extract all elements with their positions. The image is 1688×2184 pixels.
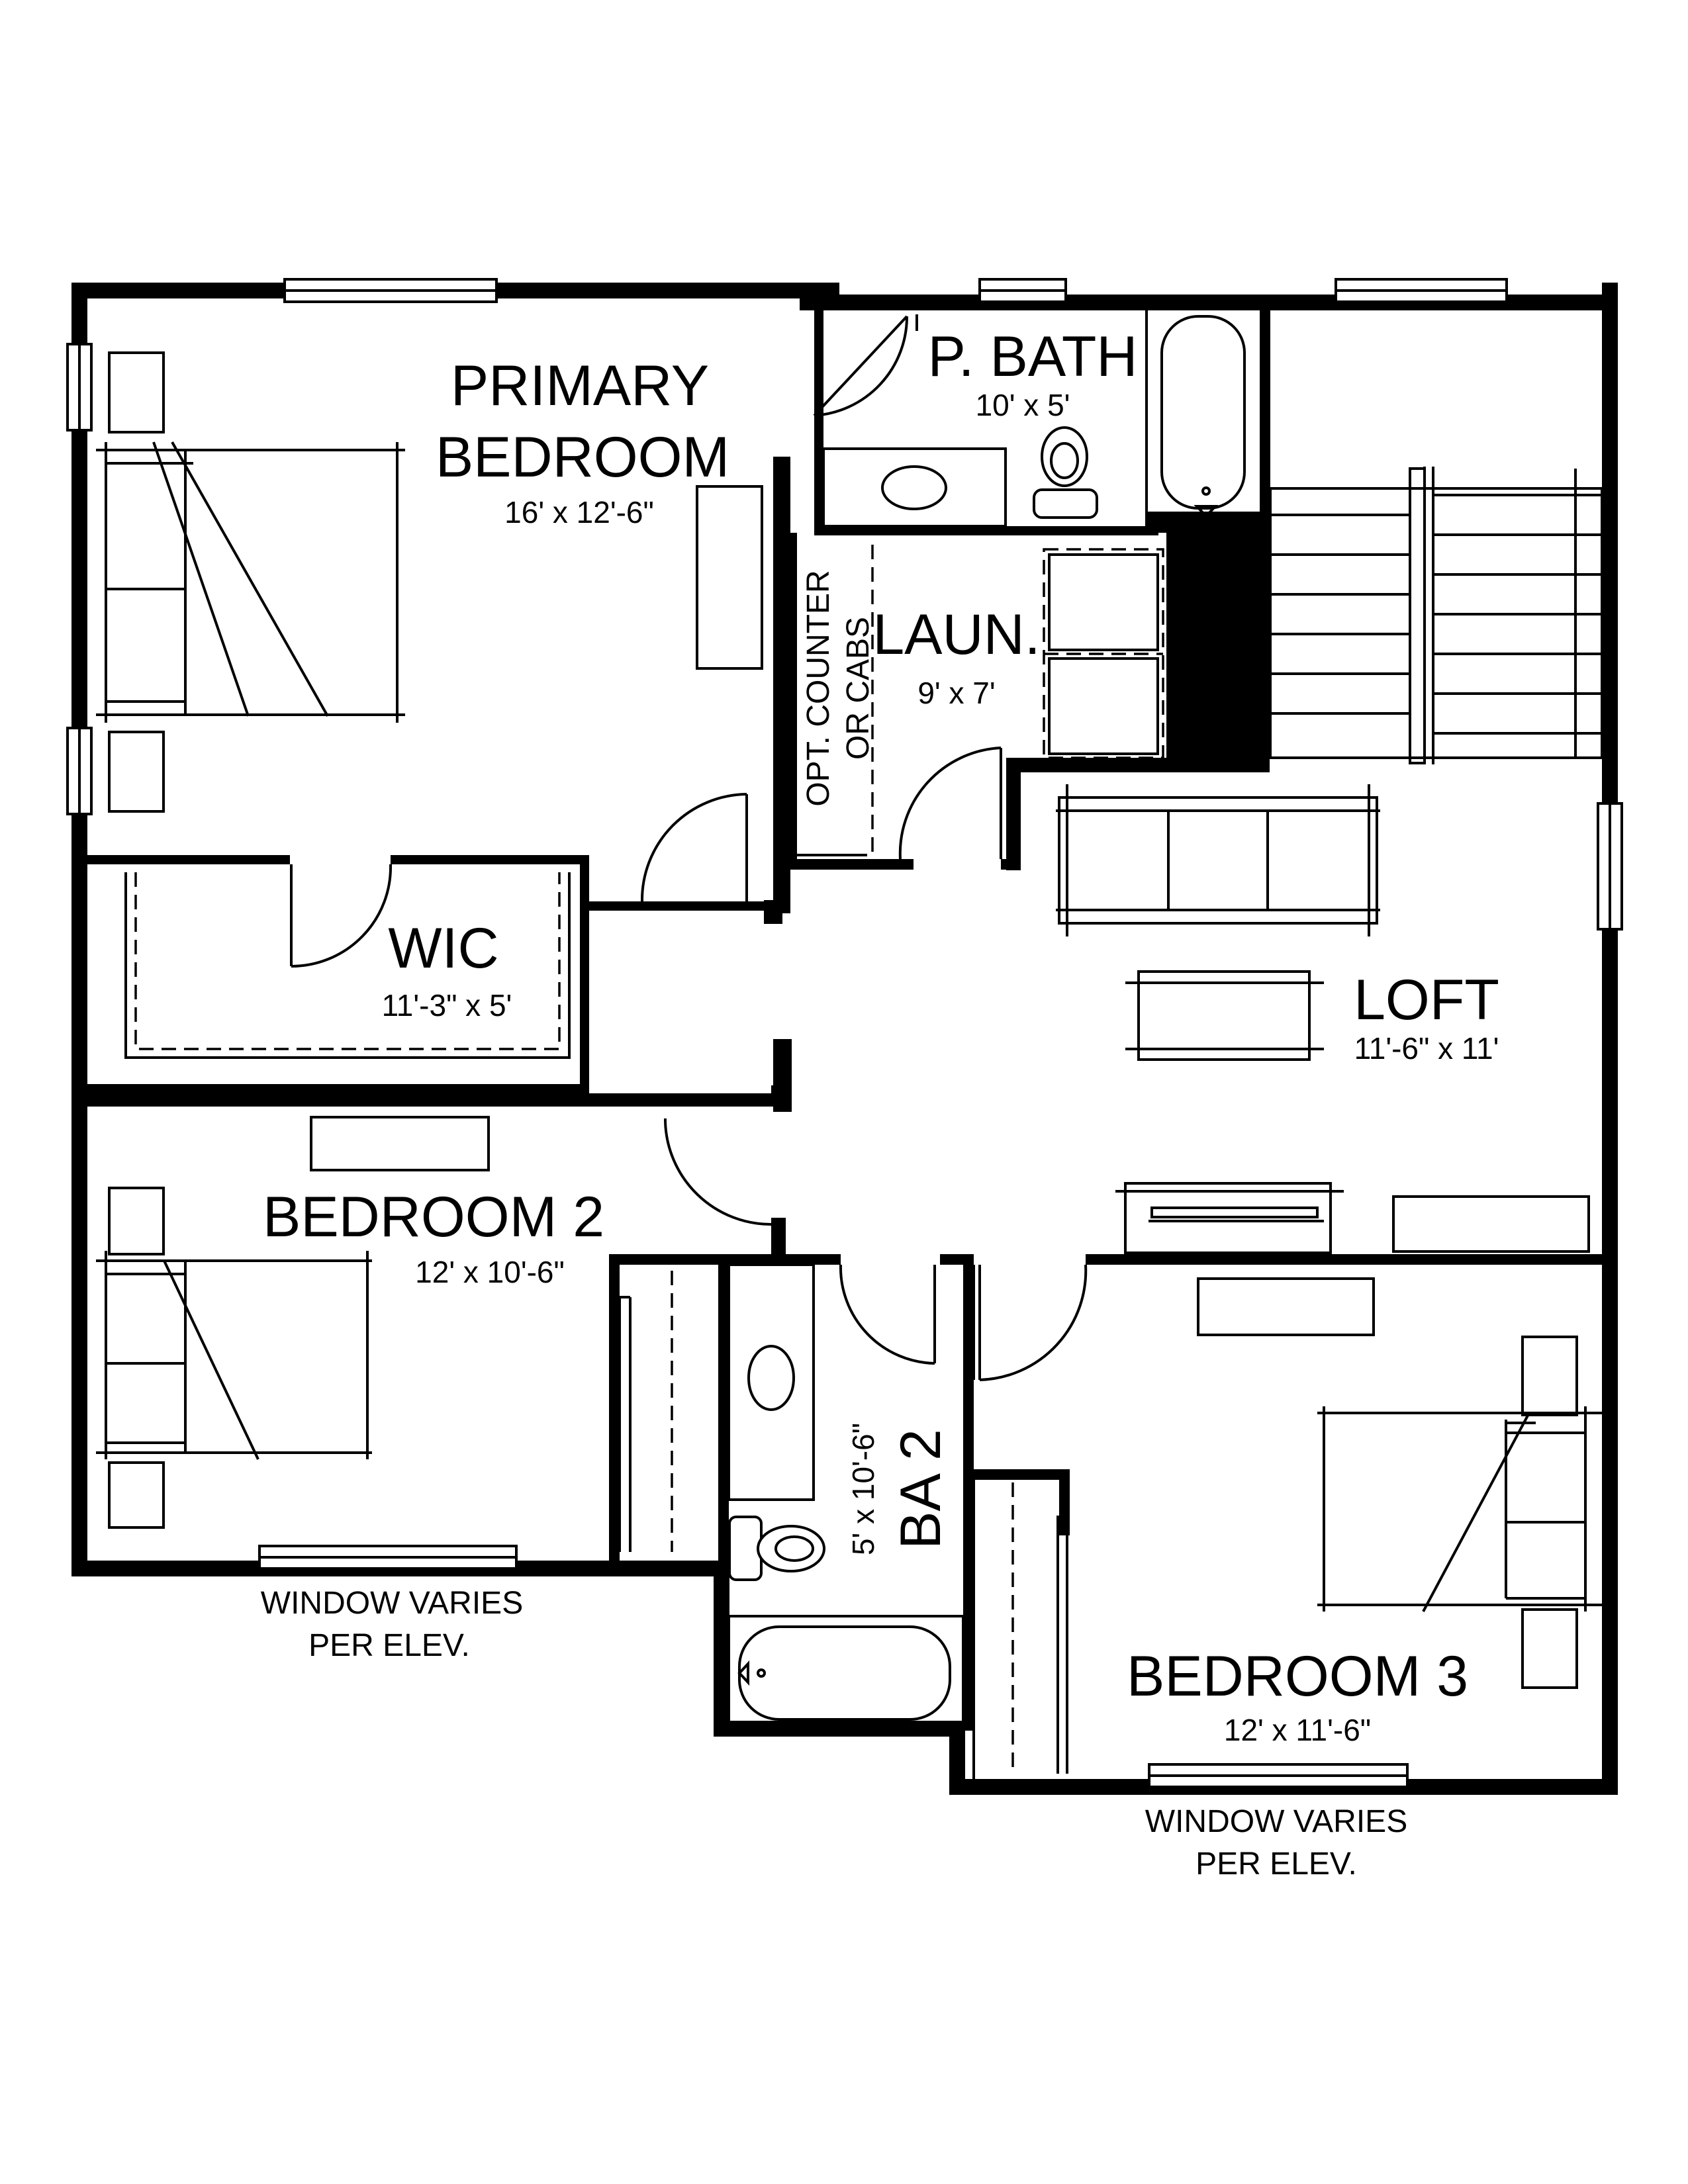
window-pbath-top [978,278,1067,303]
toilet-icon [1033,426,1098,519]
bedroom3-furniture [972,1265,1602,1779]
bedroom3-size: 12' x 11'-6" [1224,1713,1371,1747]
interior-walls [71,295,1615,1731]
windows [66,278,1623,1788]
pbath-fixtures [822,305,1262,527]
wic-shelving [124,864,571,1059]
door-bedroom3 [978,1264,1088,1381]
primary-bedroom-name-1: PRIMARY [451,354,709,418]
loft-furniture [1056,784,1590,1254]
bedroom3-name: BEDROOM 3 [1127,1645,1468,1708]
door-wic [290,864,393,968]
window-primary-left-1 [66,343,93,432]
pbath-name: P. BATH [927,325,1137,388]
primary-bedroom-size: 16' x 12'-6" [504,495,654,529]
laundry-fixtures [797,545,1164,856]
laundry-name: LAUN. [872,603,1040,666]
loft-name: LOFT [1354,968,1499,1032]
stairs [1269,467,1603,764]
toilet-icon-ba2 [728,1516,825,1581]
bathtub-icon [1145,305,1262,518]
window-note-right-1: WINDOW VARIES [1145,1804,1407,1839]
door-bedroom2 [664,1118,772,1226]
opt-counter-note-2: OR CABS [841,617,876,760]
laundry-size: 9' x 7' [917,676,995,710]
wic-size: 11'-3" x 5' [382,988,512,1023]
primary-bedroom-furniture [96,351,763,813]
primary-bedroom-name-2: BEDROOM [436,426,729,489]
loft-size: 11'-6" x 11' [1354,1031,1499,1066]
ba2-fixtures [727,1263,964,1733]
window-notes: WINDOW VARIES PER ELEV. WINDOW VARIES PE… [261,1586,1407,1882]
window-bedroom2-bottom [258,1545,518,1570]
wic-name: WIC [388,917,498,980]
ba2-name: BA 2 [889,1429,953,1549]
door-ba2 [839,1264,936,1365]
door-primary [640,793,748,902]
window-note-left-1: WINDOW VARIES [261,1586,523,1621]
bedroom2-size: 12' x 10'-6" [415,1255,565,1289]
window-note-right-2: PER ELEV. [1196,1846,1357,1882]
window-bedroom3-bottom [1148,1763,1409,1788]
window-loft-right [1597,802,1623,931]
ba2-size: 5' x 10'-6" [846,1423,880,1555]
window-primary-left-2 [66,727,93,815]
opt-counter-note-1: OPT. COUNTER [801,570,836,806]
bedroom2-furniture [96,1116,673,1552]
bedroom2-name: BEDROOM 2 [263,1185,604,1249]
door-pbath [813,315,909,417]
window-primary-top [283,278,498,303]
bathtub-icon-ba2 [727,1615,964,1733]
window-stair-top [1335,278,1508,303]
door-laundry [898,747,1002,860]
window-note-left-2: PER ELEV. [308,1628,470,1663]
pbath-size: 10' x 5' [976,388,1070,422]
room-labels: PRIMARY BEDROOM 16' x 12'-6" P. BATH 10'… [263,325,1499,1747]
doors [290,315,1088,1381]
